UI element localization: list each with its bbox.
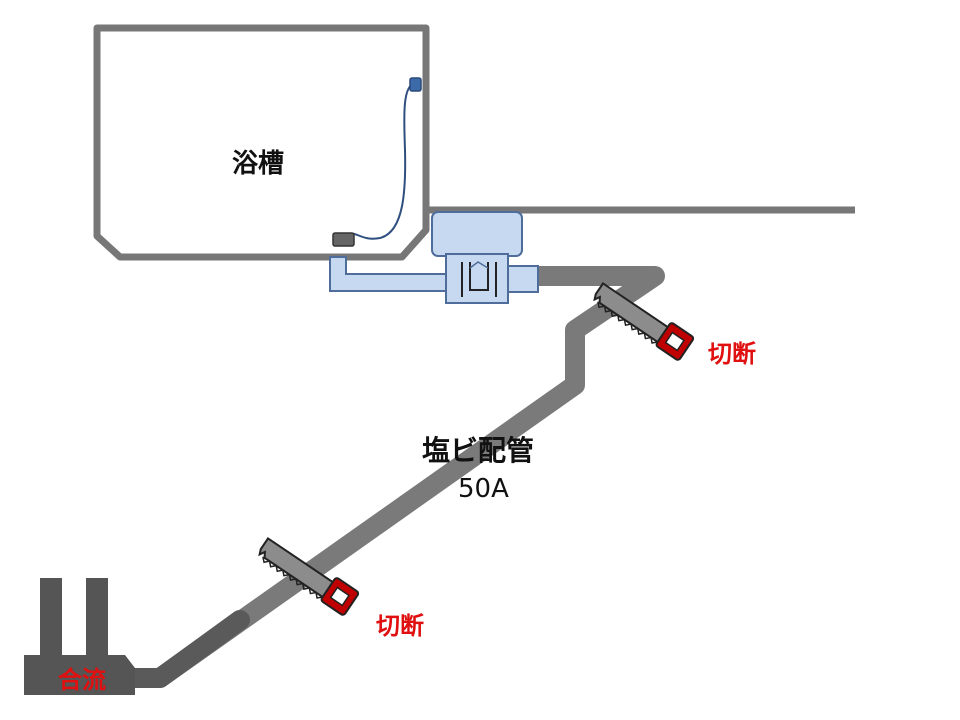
confluence-pipe-right (86, 578, 108, 658)
cable-connector-top (409, 77, 422, 92)
bathtub-label: 浴槽 (232, 149, 285, 179)
saw-icon (593, 282, 695, 361)
cut-label-upper: 切断 (708, 340, 756, 368)
trap-top (431, 211, 523, 257)
trap-inner-lines (469, 261, 489, 269)
pipe-name-label: 塩ビ配管 (422, 434, 535, 467)
cut-label-lower: 切断 (376, 612, 424, 640)
drain-outlet-plug (332, 232, 355, 247)
drain-elbow (329, 256, 447, 292)
pipe-size-label: 50A (458, 474, 509, 504)
confluence-label: 合流 (58, 666, 106, 694)
bathtub-outline (93, 24, 430, 261)
confluence-base (24, 655, 135, 695)
saw-icon (258, 537, 360, 616)
trap-body (445, 253, 509, 304)
trap-outlet (507, 265, 539, 293)
trap-inner (461, 262, 497, 297)
cable (344, 83, 416, 240)
confluence-pipe-left (40, 578, 62, 658)
